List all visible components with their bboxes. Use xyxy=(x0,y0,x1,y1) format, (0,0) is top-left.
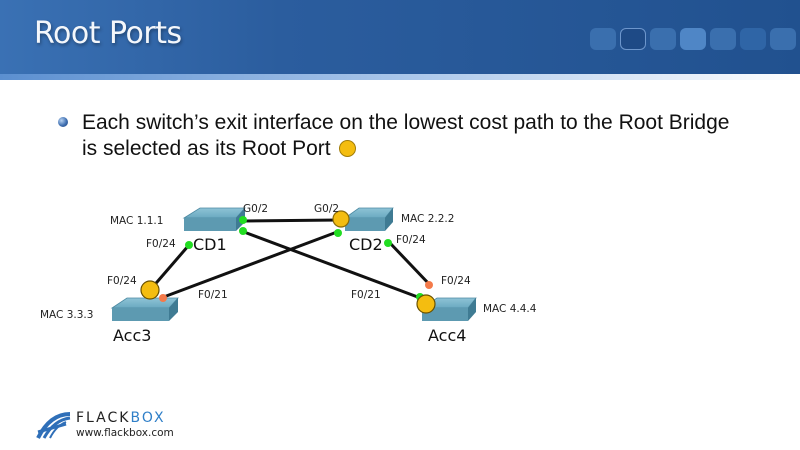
switch-name-acc3: Acc3 xyxy=(113,326,151,345)
link-cd1-acc4 xyxy=(243,230,424,301)
bullet-line-2: is selected as its Root Port xyxy=(82,137,331,160)
root-port-acc3-f024 xyxy=(140,280,160,300)
switch-name-cd1: CD1 xyxy=(193,235,227,254)
links xyxy=(149,218,432,301)
root-port-marker-icon xyxy=(338,140,356,157)
slide-header: Root Ports xyxy=(0,0,800,80)
logo-brand-b: BOX xyxy=(130,410,166,426)
nav-dot[interactable] xyxy=(770,28,796,50)
port-label-cd1-f024: F0/24 xyxy=(146,238,176,250)
nav-dot-active[interactable] xyxy=(680,28,706,50)
switch-acc4[interactable] xyxy=(420,297,477,321)
nav-dot[interactable] xyxy=(620,28,646,50)
nav-dot[interactable] xyxy=(590,28,616,50)
port-label-cd2-f024: F0/24 xyxy=(396,234,426,246)
nav-dot[interactable] xyxy=(710,28,736,50)
mac-label-acc4: MAC 4.4.4 xyxy=(483,303,537,315)
switch-name-acc4: Acc4 xyxy=(428,326,466,345)
port-label-acc3-f024: F0/24 xyxy=(107,275,137,287)
designated-port-cd1-to-acc4 xyxy=(239,227,247,235)
logo-brand: FLACKBOX xyxy=(76,410,166,426)
link-cd2-acc3 xyxy=(160,230,338,300)
root-port-acc4-f021 xyxy=(416,294,436,314)
designated-port-cd2-to-acc3 xyxy=(334,229,342,237)
port-label-cd2-g02: G0/2 xyxy=(314,203,339,215)
slide-title: Root Ports xyxy=(34,16,182,51)
logo-url: www.flackbox.com xyxy=(76,427,174,439)
designated-port-cd1-g02 xyxy=(239,216,247,224)
switch-cd2[interactable] xyxy=(343,207,394,231)
link-cd1-acc3 xyxy=(149,244,191,290)
port-label-acc4-f024: F0/24 xyxy=(441,275,471,287)
port-label-acc4-f021: F0/21 xyxy=(351,289,381,301)
bullet-line-1: Each switch’s exit interface on the lowe… xyxy=(82,111,730,134)
mac-label-acc3: MAC 3.3.3 xyxy=(40,309,93,321)
switch-acc3[interactable] xyxy=(110,297,179,321)
designated-port-cd1-f024 xyxy=(185,241,193,249)
mac-label-cd2: MAC 2.2.2 xyxy=(401,213,454,225)
link-cd1-cd2 xyxy=(243,218,341,223)
port-label-acc3-f021: F0/21 xyxy=(198,289,228,301)
slide-navigation xyxy=(590,28,796,50)
mac-label-cd1: MAC 1.1.1 xyxy=(110,215,163,227)
nav-dot[interactable] xyxy=(650,28,676,50)
blocking-port-acc3-f021 xyxy=(159,294,167,302)
root-port-cd2-g02 xyxy=(332,210,350,228)
designated-port-cd2-f024 xyxy=(384,239,392,247)
switch-name-cd2: CD2 xyxy=(349,235,383,254)
switch-cd1[interactable] xyxy=(182,207,246,231)
blocking-port-acc4-f024 xyxy=(425,281,433,289)
link-cd2-acc4 xyxy=(387,240,432,287)
bullet-text: Each switch’s exit interface on the lowe… xyxy=(82,110,782,162)
flackbox-logo: FLACKBOX www.flackbox.com xyxy=(36,408,206,442)
nav-dot[interactable] xyxy=(740,28,766,50)
flackbox-bridge-icon xyxy=(36,412,71,439)
bullet-icon xyxy=(58,117,68,127)
port-label-cd1-g02: G0/2 xyxy=(243,203,268,215)
logo-brand-a: FLACK xyxy=(76,410,131,426)
